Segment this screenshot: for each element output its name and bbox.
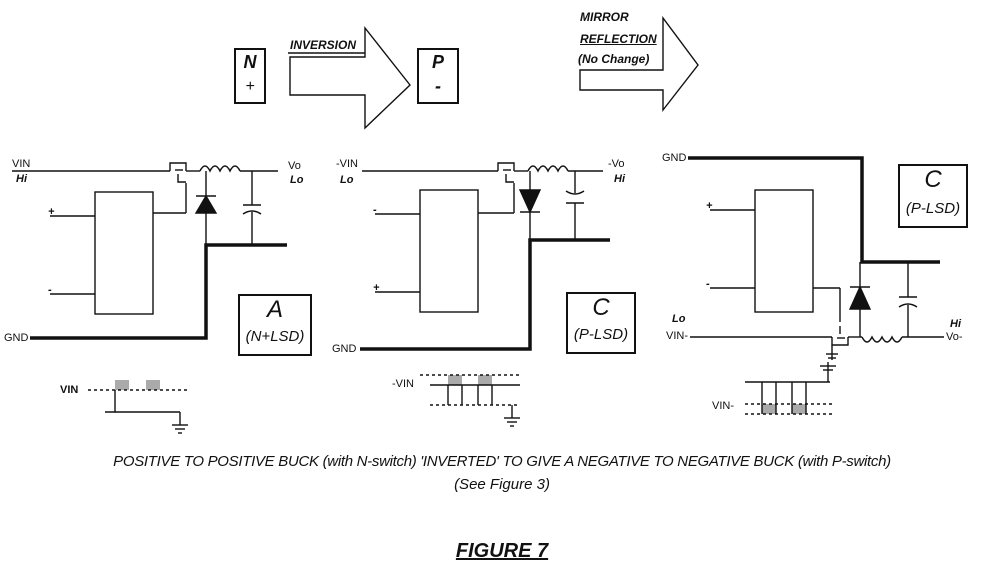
b-tag-letter: C (592, 294, 610, 321)
a-tag-sub: (N+LSD) (245, 328, 305, 345)
mirror-label-2: REFLECTION (580, 32, 657, 46)
a-hi-label: Hi (16, 173, 27, 185)
c-vin-label: VIN- (666, 330, 688, 342)
b-vin-label: -VIN (336, 158, 358, 170)
mirror-label-3: (No Change) (578, 52, 650, 66)
p-letter: P (431, 52, 444, 72)
n-polarity-box: N + (234, 48, 266, 104)
a-wave-label: VIN (60, 384, 79, 396)
mirror-arrow (579, 15, 699, 113)
inversion-label: INVERSION (290, 38, 357, 52)
c-minus-label: - (706, 278, 710, 290)
waveform-a (88, 380, 188, 434)
caption-line-1: POSITIVE TO POSITIVE BUCK (with N-switch… (113, 453, 891, 470)
circuit-a (12, 162, 278, 315)
n-sign: + (245, 78, 255, 95)
b-vo-label: -Vo (608, 158, 625, 170)
b-tag-sub: (P-LSD) (573, 326, 629, 343)
b-tag-box: C (P-LSD) (566, 292, 636, 354)
p-polarity-box: P - (417, 48, 459, 104)
a-tag-box: A (N+LSD) (238, 294, 312, 356)
b-minus-label: - (373, 204, 377, 216)
c-plus-label: + (706, 200, 713, 212)
a-plus-label: + (48, 206, 55, 218)
circuit-c-ground-rail (688, 156, 940, 264)
c-vo-label: Vo- (946, 331, 963, 343)
circuit-a-ground-rail (30, 243, 287, 340)
circuit-c (690, 189, 944, 360)
b-hi-label: Hi (614, 173, 625, 185)
inversion-arrow (289, 25, 411, 130)
c-lo-label: Lo (672, 313, 686, 325)
c-tag-box: C (P-LSD) (898, 164, 968, 228)
p-sign: - (435, 76, 441, 96)
c-wave-label: VIN- (712, 400, 734, 412)
waveform-c (745, 362, 836, 415)
a-minus-label: - (48, 284, 52, 296)
circuit-b-ground-rail (360, 238, 610, 351)
n-letter: N (243, 52, 257, 72)
a-lo-label: Lo (290, 174, 304, 186)
b-lo-label: Lo (340, 174, 354, 186)
caption-line-2: (See Figure 3) (454, 476, 550, 493)
mirror-label-1: MIRROR (580, 10, 629, 24)
c-tag-sub: (P-LSD) (905, 200, 961, 217)
a-vo-label: Vo (288, 160, 301, 172)
b-plus-label: + (373, 282, 380, 294)
circuit-b (362, 162, 603, 313)
c-hi-label: Hi (950, 318, 961, 330)
a-gnd-label: GND (4, 332, 29, 344)
b-gnd-label: GND (332, 343, 357, 355)
a-tag-letter: A (266, 296, 283, 323)
b-wave-label: -VIN (392, 378, 414, 390)
waveform-b (420, 374, 520, 427)
a-vin-label: VIN (12, 158, 31, 170)
c-tag-letter: C (924, 166, 942, 193)
figure-title: FIGURE 7 (455, 540, 549, 562)
c-gnd-label: GND (662, 152, 687, 164)
